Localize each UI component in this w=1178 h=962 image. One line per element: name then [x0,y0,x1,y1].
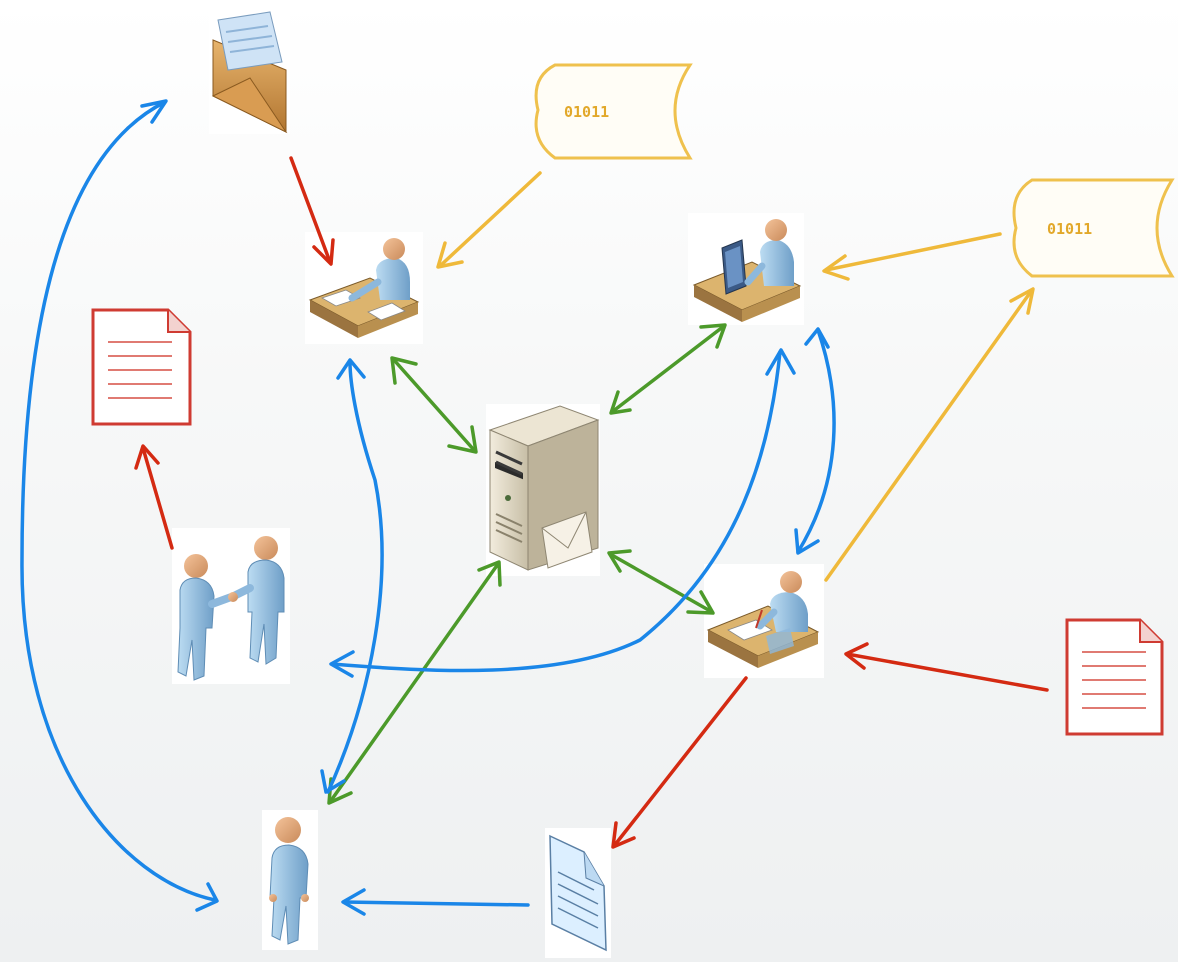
tape-storage-icon: 01011 [534,63,693,160]
red-arrow-writer-to-plain-document [611,676,748,849]
tape-label-top: 01011 [564,103,609,121]
green-arrow-server-person [327,560,502,805]
tape-label-right: 01011 [1047,220,1092,238]
plain-document-icon [545,828,611,958]
document-icon [91,308,192,426]
blue-arrow-plain-document-to-person [341,888,530,916]
red-arrow-handshake-to-document [134,444,174,550]
clerk-desk-icon [305,232,423,344]
orange-arrow-tape-to-clerk [436,171,542,269]
orange-arrow-tape-to-computer-desk [822,232,1002,281]
envelope-icon [209,10,290,134]
blue-arrow-person-clerk [320,358,384,794]
document-icon [1065,618,1164,736]
person-icon [262,810,318,950]
tape-storage-icon: 01011 [1012,178,1175,278]
blue-arrow-computer-to-handshake [329,348,796,678]
red-arrow-document-to-writer [844,642,1049,692]
blue-arrow-computer-writer [794,327,836,555]
green-arrow-clerk-server [390,356,478,454]
server-icon [486,404,600,576]
writer-desk-icon [704,564,824,678]
orange-arrow-writer-to-tape [824,287,1035,582]
green-arrow-server-writer [607,549,715,615]
computer-desk-icon [688,213,804,325]
green-arrow-server-computer [609,323,727,415]
blue-arrow-person-envelope [20,99,219,912]
red-arrow-envelope-to-clerk [289,156,335,266]
handshake-icon [172,528,290,684]
